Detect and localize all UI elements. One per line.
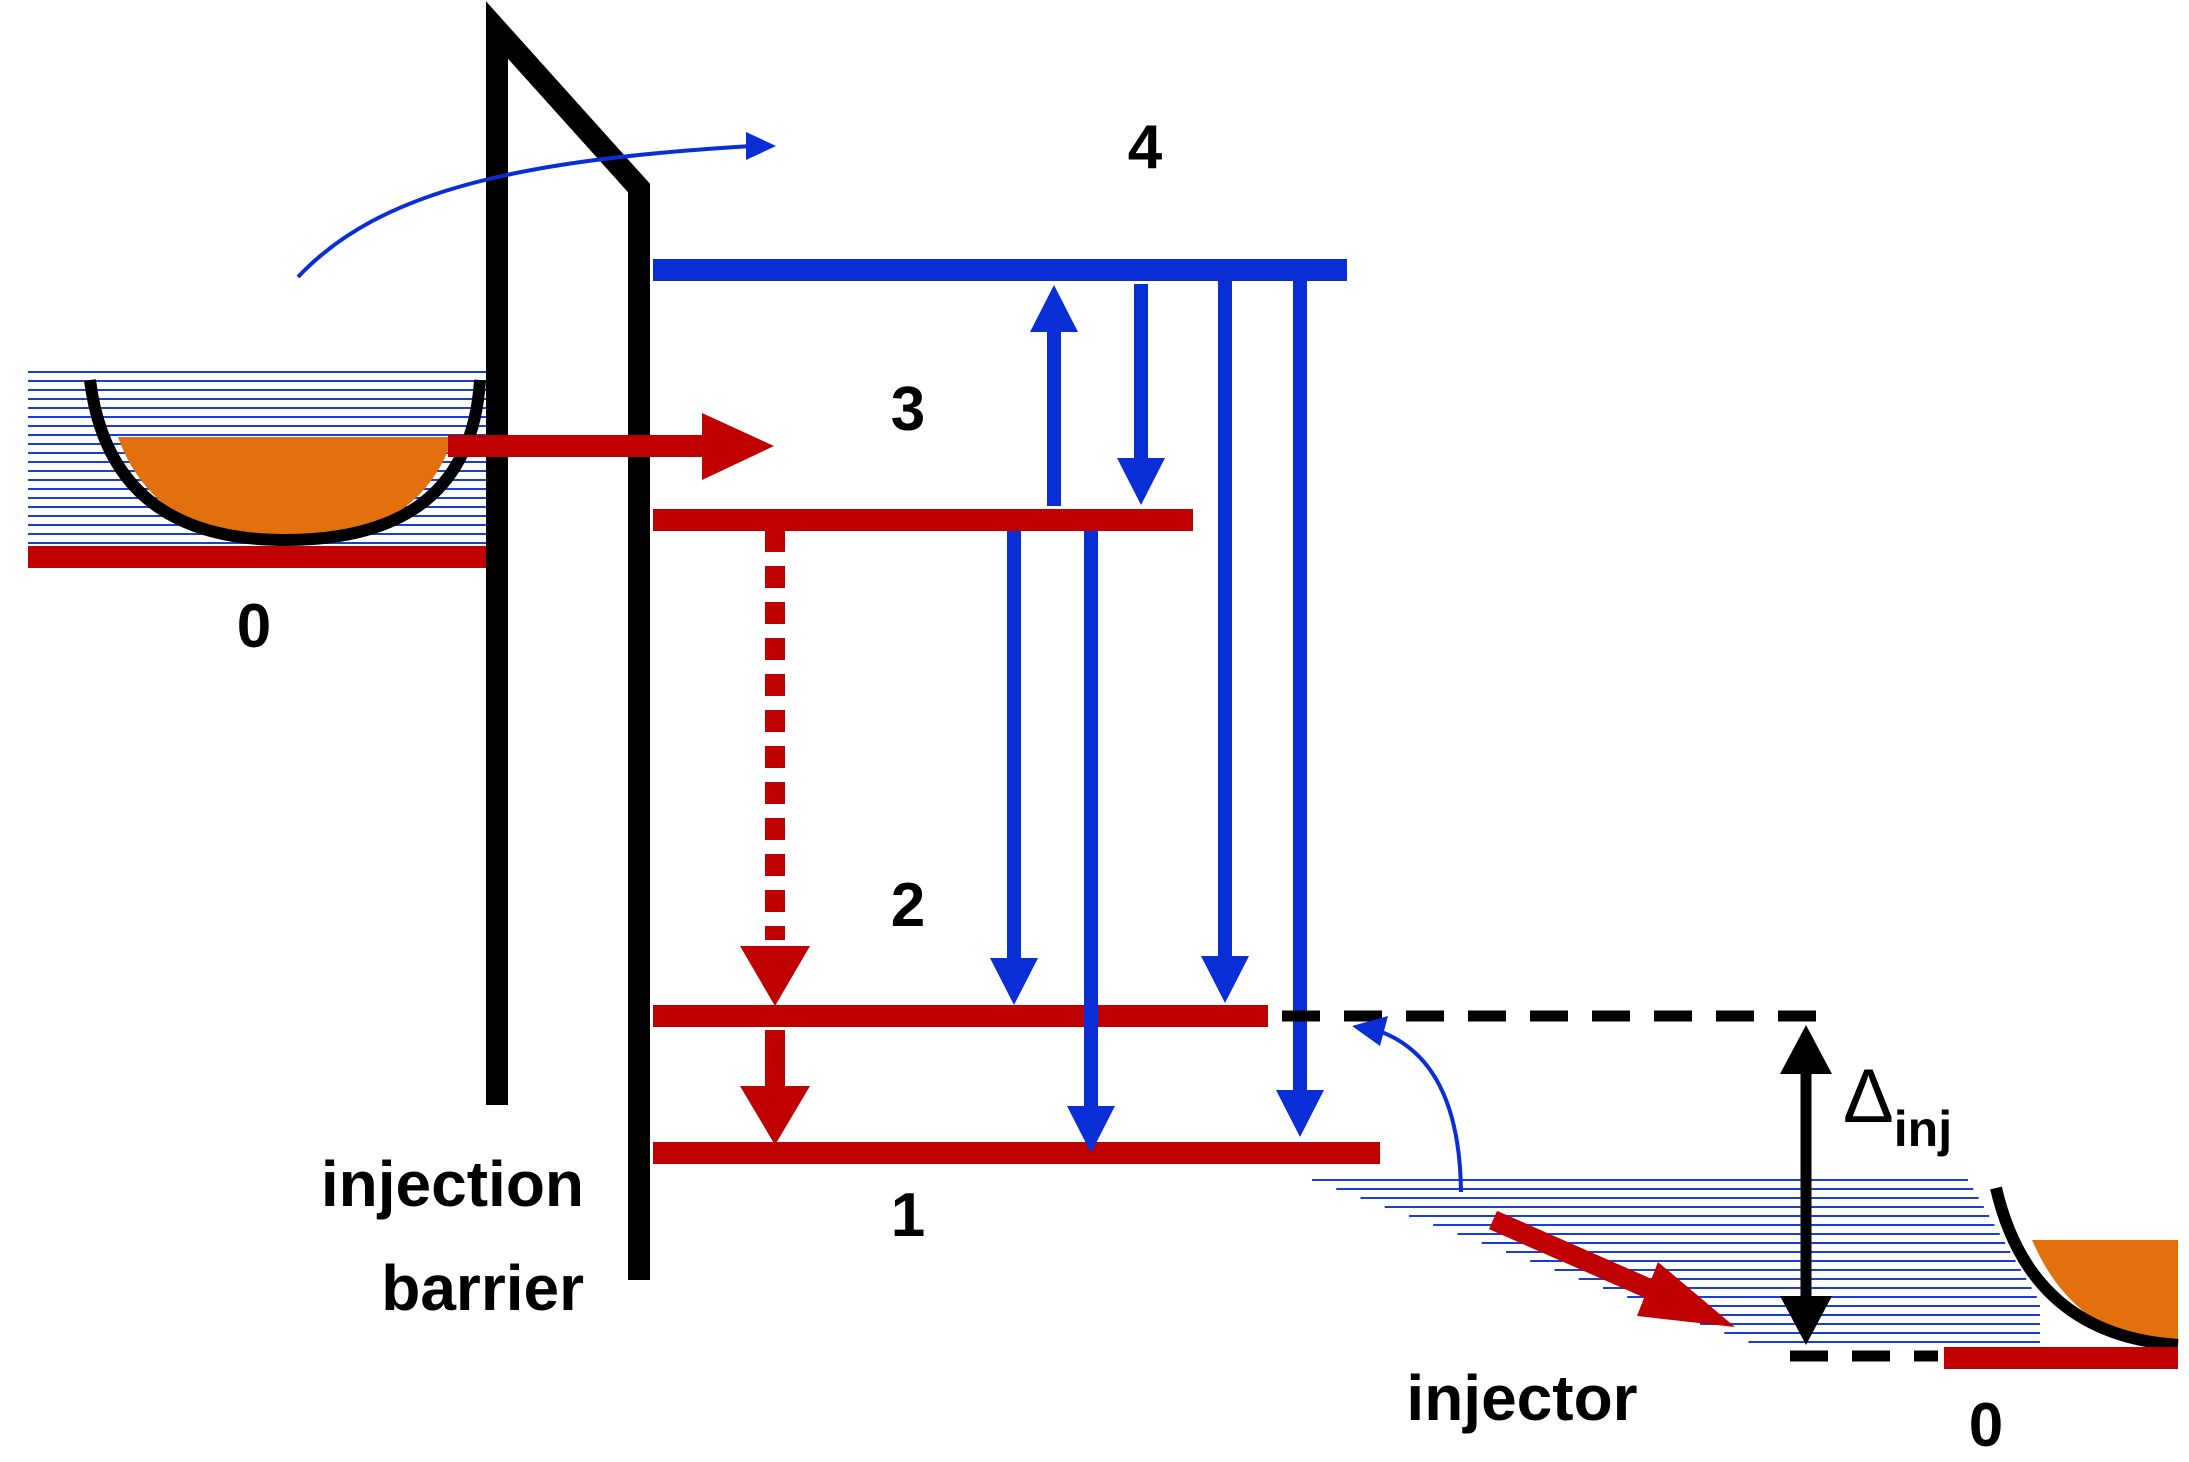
injection-arrow-head bbox=[702, 413, 774, 480]
barrier-label-line1: injection bbox=[321, 1148, 584, 1220]
level-1-label: 1 bbox=[891, 1181, 925, 1250]
relaxation-3-2-head bbox=[740, 946, 810, 1006]
right-ground-label: 0 bbox=[1969, 1391, 2003, 1460]
emission-3-2-head bbox=[990, 958, 1038, 1005]
injector-red-arrow-head bbox=[1637, 1262, 1735, 1327]
level-3-label: 3 bbox=[891, 375, 925, 444]
level-4-label: 4 bbox=[1128, 113, 1163, 182]
delta-subscript: inj bbox=[1894, 1101, 1952, 1157]
leakage-arrow-head bbox=[746, 132, 776, 160]
injector-to-level-2-curve bbox=[1375, 1028, 1463, 1193]
right-well-curve bbox=[1990, 1186, 2179, 1351]
emission-4-2-head bbox=[1201, 956, 1249, 1003]
left-well-curve bbox=[84, 379, 486, 547]
emission-4-3-head bbox=[1117, 458, 1165, 505]
emission-3-1-head bbox=[1067, 1106, 1115, 1153]
delta-inj-arrow-head-top bbox=[1780, 1025, 1832, 1074]
injector-to-level-2-head bbox=[1352, 1016, 1388, 1046]
right-well-fill bbox=[2032, 1240, 2178, 1345]
delta-inj-label: Δinj bbox=[1843, 1054, 1952, 1157]
absorption-3-4-head bbox=[1030, 285, 1078, 332]
injector-label: injector bbox=[1406, 1362, 1637, 1434]
delta-symbol: Δ bbox=[1843, 1054, 1894, 1139]
injector-red-arrow-shaft bbox=[1488, 1210, 1675, 1308]
level-2-label: 2 bbox=[891, 871, 925, 940]
emission-4-1-head bbox=[1276, 1090, 1324, 1137]
barrier-label-line2: barrier bbox=[381, 1252, 584, 1324]
leakage-arrow-curve bbox=[296, 144, 753, 279]
injection-barrier-shape bbox=[486, 1, 650, 1280]
left-ground-label: 0 bbox=[237, 592, 271, 661]
delta-inj-arrow-head-bottom bbox=[1780, 1296, 1832, 1345]
relaxation-2-1-head bbox=[740, 1086, 810, 1145]
left-well-fill bbox=[118, 437, 453, 540]
